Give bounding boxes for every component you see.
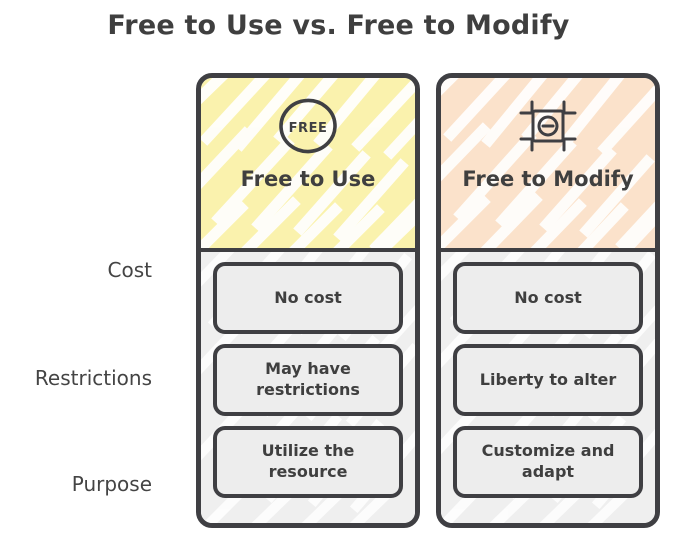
cell-free-to-modify-cost: No cost: [453, 262, 643, 334]
cell-free-to-modify-restrictions: Liberty to alter: [453, 344, 643, 416]
cell-text: Customize and adapt: [481, 441, 615, 481]
comparison-card-free-to-use: FREE Free to Use: [196, 73, 420, 528]
svg-text:FREE: FREE: [289, 121, 328, 136]
cell-text: Liberty to alter: [479, 369, 617, 389]
cell-text: No cost: [514, 287, 582, 307]
comparison-card-free-to-modify: Free to Modify: [436, 73, 660, 528]
page-title: Free to Use vs. Free to Modify: [107, 10, 570, 41]
cell-text: No cost: [274, 287, 342, 307]
cell-free-to-modify-purpose: Customize and adapt: [453, 426, 643, 498]
card-header-free-to-modify: Free to Modify: [441, 78, 655, 252]
card-body-free-to-modify: No cost Liberty to alter Customize and a…: [441, 252, 655, 523]
cell-free-to-use-purpose: Utilize the resource: [213, 426, 403, 498]
row-label-column: Cost Restrictions Purpose: [0, 73, 168, 528]
card-title-free-to-use: Free to Use: [240, 167, 376, 191]
card-icon-free-to-modify: [441, 90, 655, 162]
card-icon-free-to-use: FREE: [201, 90, 415, 162]
card-header-free-to-use: FREE Free to Use: [201, 78, 415, 252]
cell-free-to-use-restrictions: May have restrictions: [213, 344, 403, 416]
card-body-free-to-use: No cost May have restrictions Utilize th…: [201, 252, 415, 523]
free-badge-icon: FREE: [279, 98, 337, 154]
row-label-purpose: Purpose: [71, 472, 152, 496]
crop-modify-icon: [519, 100, 577, 152]
row-label-cost: Cost: [107, 258, 152, 282]
card-title-free-to-modify: Free to Modify: [462, 167, 634, 191]
row-label-restrictions: Restrictions: [34, 366, 152, 390]
cell-text: May have restrictions: [256, 359, 360, 399]
cell-text: Utilize the resource: [261, 441, 355, 481]
cell-free-to-use-cost: No cost: [213, 262, 403, 334]
